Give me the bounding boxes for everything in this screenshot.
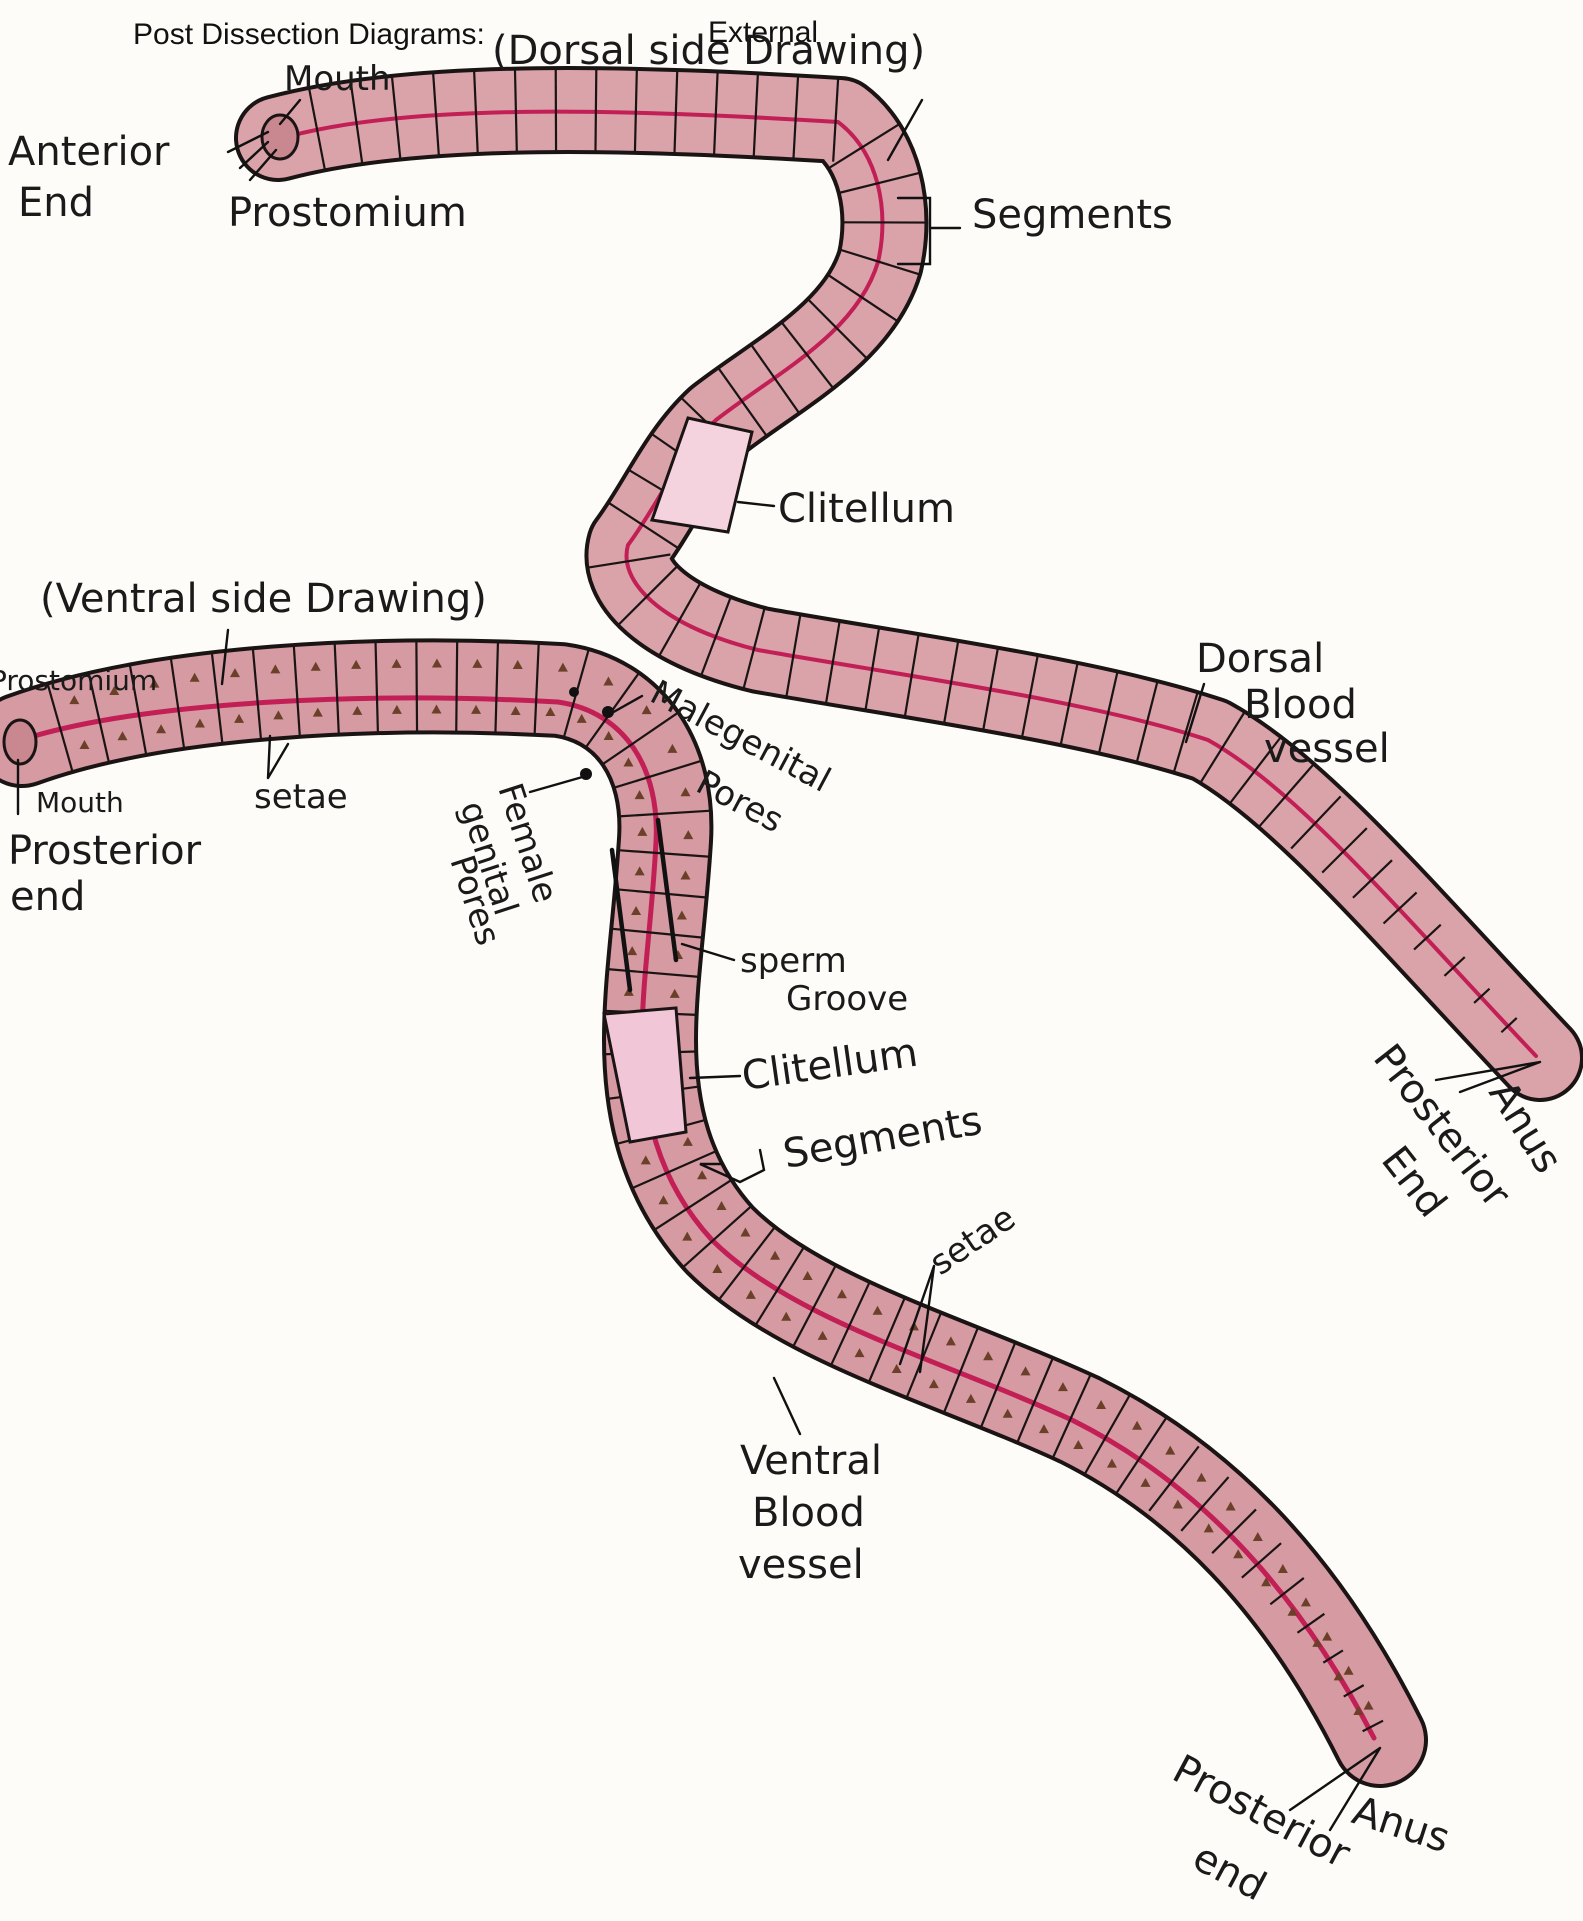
dorsal-label-blood-1: Dorsal xyxy=(1196,636,1324,682)
dorsal-label-anterior-end: End xyxy=(18,180,94,226)
leader-setae-front xyxy=(268,736,288,778)
dorsal-label-clitellum: Clitellum xyxy=(778,486,955,532)
ventral-segment-line xyxy=(416,641,417,733)
ventral-label-mouth: Mouth xyxy=(36,786,124,819)
leader-ventral-blood xyxy=(774,1378,800,1434)
ventral-label-setae-back: setae xyxy=(923,1198,1023,1284)
ventral-label-blood-2: Blood xyxy=(752,1490,865,1536)
dorsal-label-segments: Segments xyxy=(972,192,1173,238)
ventral-label-tail-end: end xyxy=(1185,1834,1273,1910)
ventral-segment-line xyxy=(456,641,457,733)
ventral-worm xyxy=(4,641,1383,1740)
leader-female xyxy=(530,776,586,792)
dorsal-label-anterior: Anterior xyxy=(8,129,170,175)
ventral-worm-body xyxy=(22,687,1380,1740)
dorsal-prostomium xyxy=(262,115,298,159)
dorsal-label-blood-2: Blood xyxy=(1244,682,1357,728)
dorsal-label-mouth: Mouth xyxy=(284,59,391,99)
ventral-prostomium xyxy=(4,720,36,764)
ventral-label-clitellum: Clitellum xyxy=(739,1030,921,1100)
ventral-label-blood-3: vessel xyxy=(738,1542,864,1588)
ventral-label-sperm: sperm xyxy=(740,941,847,981)
ventral-label-setae-front: setae xyxy=(254,777,348,817)
ventral-label-posterior-end: end xyxy=(10,874,85,920)
dorsal-label-prostomium: Prostomium xyxy=(228,190,467,236)
dorsal-heading: (Dorsal side Drawing) xyxy=(492,28,925,74)
dorsal-segment-line xyxy=(595,68,596,152)
ventral-heading: (Ventral side Drawing) xyxy=(40,576,487,622)
leader-clitellum xyxy=(738,502,774,506)
ventral-label-prostomium: Prostomium xyxy=(0,664,157,697)
ventral-label-groove: Groove xyxy=(786,979,908,1019)
diagram-title: Post Dissection Diagrams: xyxy=(133,18,485,51)
ventral-label-anus: Anus xyxy=(1347,1788,1455,1862)
genital-pore-3 xyxy=(569,687,579,697)
ventral-label-posterior: Prosterior xyxy=(8,828,202,874)
dorsal-label-blood-3: vessel xyxy=(1264,726,1390,772)
ventral-label-blood-1: Ventral xyxy=(740,1438,882,1484)
ventral-label-segments: Segments xyxy=(780,1098,986,1178)
